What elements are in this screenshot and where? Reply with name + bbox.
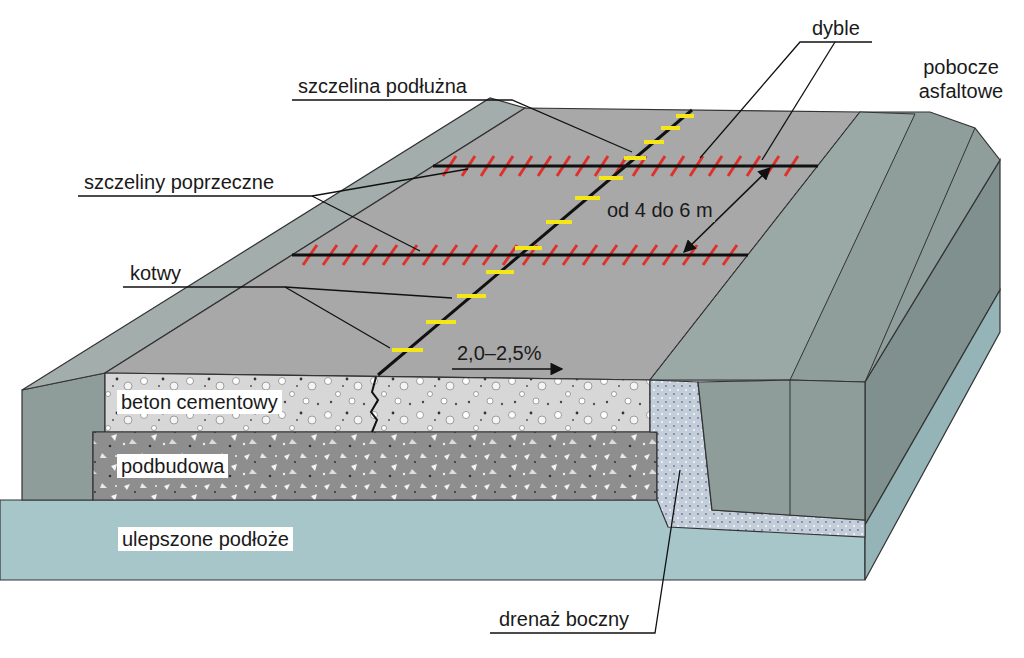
callout-label: pobocze asfaltowe: [904, 55, 1018, 103]
tie-bar: [676, 114, 694, 118]
leader-line: [312, 196, 420, 251]
layer-label: beton cementowy: [117, 390, 282, 414]
longitudinal-joint: [378, 110, 692, 375]
slope-arrow: [452, 368, 562, 370]
tie-bar: [661, 126, 680, 130]
shoulder-ridge: [865, 128, 975, 382]
layer-label: ulepszone podłoże: [118, 527, 293, 551]
dimension-label: 2,0–2,5%: [455, 341, 544, 365]
layer-band: ulepszone podłoże: [0, 500, 650, 580]
tie-bar: [575, 196, 600, 200]
asphalt-shoulder-inner: [650, 112, 915, 380]
layer-band: beton cementowy: [105, 375, 650, 432]
leader-line: [762, 42, 835, 160]
leader-line: [285, 287, 390, 348]
tie-bar: [644, 140, 664, 144]
tie-bar: [392, 348, 423, 352]
tie-bar: [515, 246, 542, 250]
tie-bar: [486, 270, 514, 274]
tie-bar: [457, 294, 486, 298]
tie-bar: [546, 220, 572, 224]
leader-line: [490, 470, 680, 633]
joint-crack: [371, 377, 378, 432]
layer-label: podbudowa: [117, 454, 228, 478]
shoulder-edge: [790, 380, 791, 515]
leader-line: [78, 169, 468, 196]
leader-line: [292, 100, 632, 152]
callout-label: szczelina podłużna: [296, 74, 469, 98]
tie-bar: [426, 320, 456, 324]
dimension-label: od 4 do 6 m: [605, 198, 715, 222]
layer-band: podbudowa: [93, 432, 657, 500]
callout-label: dyble: [810, 16, 862, 40]
side-drain: [650, 380, 865, 537]
base-front: [93, 432, 657, 500]
tie-bar: [599, 176, 623, 180]
callout-label: kotwy: [128, 261, 183, 285]
callout-label: drenaż boczny: [497, 607, 631, 631]
leader-line: [700, 42, 872, 158]
callout-label: szczeliny poprzeczne: [82, 170, 276, 194]
concrete-front: [105, 373, 650, 432]
shoulder-front: [698, 380, 865, 520]
tie-bar: [624, 156, 646, 160]
tie-bars: [392, 116, 694, 350]
